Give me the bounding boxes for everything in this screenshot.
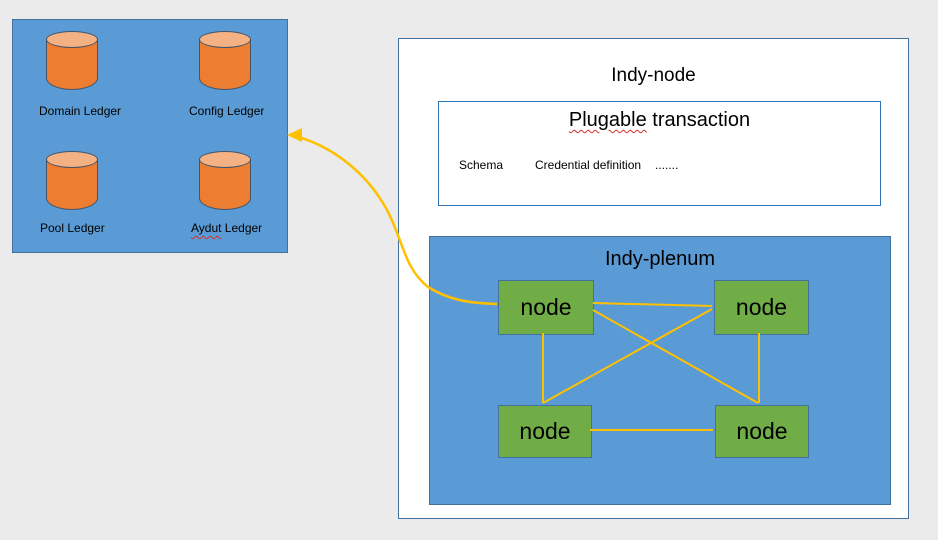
plugable-transaction-title: Plugable transaction bbox=[439, 109, 880, 132]
node-box-top-left: node bbox=[498, 280, 594, 335]
arrow-to-ledgers-head bbox=[287, 128, 302, 142]
ledger-label-aydut: Aydut Ledger bbox=[191, 221, 262, 235]
ledger-label-config: Config Ledger bbox=[189, 104, 265, 118]
node-box-bottom-right: node bbox=[715, 405, 809, 458]
plugable-transaction-box: Plugable transaction Schema Credential d… bbox=[438, 101, 881, 206]
cylinder-top bbox=[46, 151, 98, 168]
indy-node-title: Indy-node bbox=[611, 65, 696, 86]
ledger-label-pool: Pool Ledger bbox=[40, 221, 105, 235]
node-box-top-right: node bbox=[714, 280, 809, 335]
plugable-title-rest: transaction bbox=[646, 109, 751, 131]
cylinder-top bbox=[199, 151, 251, 168]
transaction-type-credential-definition: Credential definition bbox=[535, 158, 642, 172]
ledger-panel: Domain Ledger Config Ledger Pool Ledger … bbox=[12, 19, 288, 253]
transaction-type-schema: Schema bbox=[459, 158, 504, 172]
node-box-bottom-left: node bbox=[498, 405, 592, 458]
database-cylinder-icon bbox=[46, 151, 98, 211]
misspelled-word: Plugable bbox=[568, 109, 647, 131]
cylinder-top bbox=[199, 31, 251, 48]
cylinder-top bbox=[46, 31, 98, 48]
indy-node-panel: Indy-node Plugable transaction Schema Cr… bbox=[398, 38, 909, 519]
ledger-label-domain: Domain Ledger bbox=[39, 104, 122, 118]
database-cylinder-icon bbox=[199, 151, 251, 211]
database-cylinder-icon bbox=[199, 31, 251, 91]
misspelled-word: Aydut bbox=[191, 221, 222, 235]
indy-plenum-panel: Indy-plenum node node node node bbox=[429, 236, 891, 505]
transaction-type-ellipsis: ....... bbox=[655, 158, 679, 172]
database-cylinder-icon bbox=[46, 31, 98, 91]
ledger-label-rest: Ledger bbox=[221, 221, 263, 235]
indy-plenum-title: Indy-plenum bbox=[604, 248, 716, 270]
